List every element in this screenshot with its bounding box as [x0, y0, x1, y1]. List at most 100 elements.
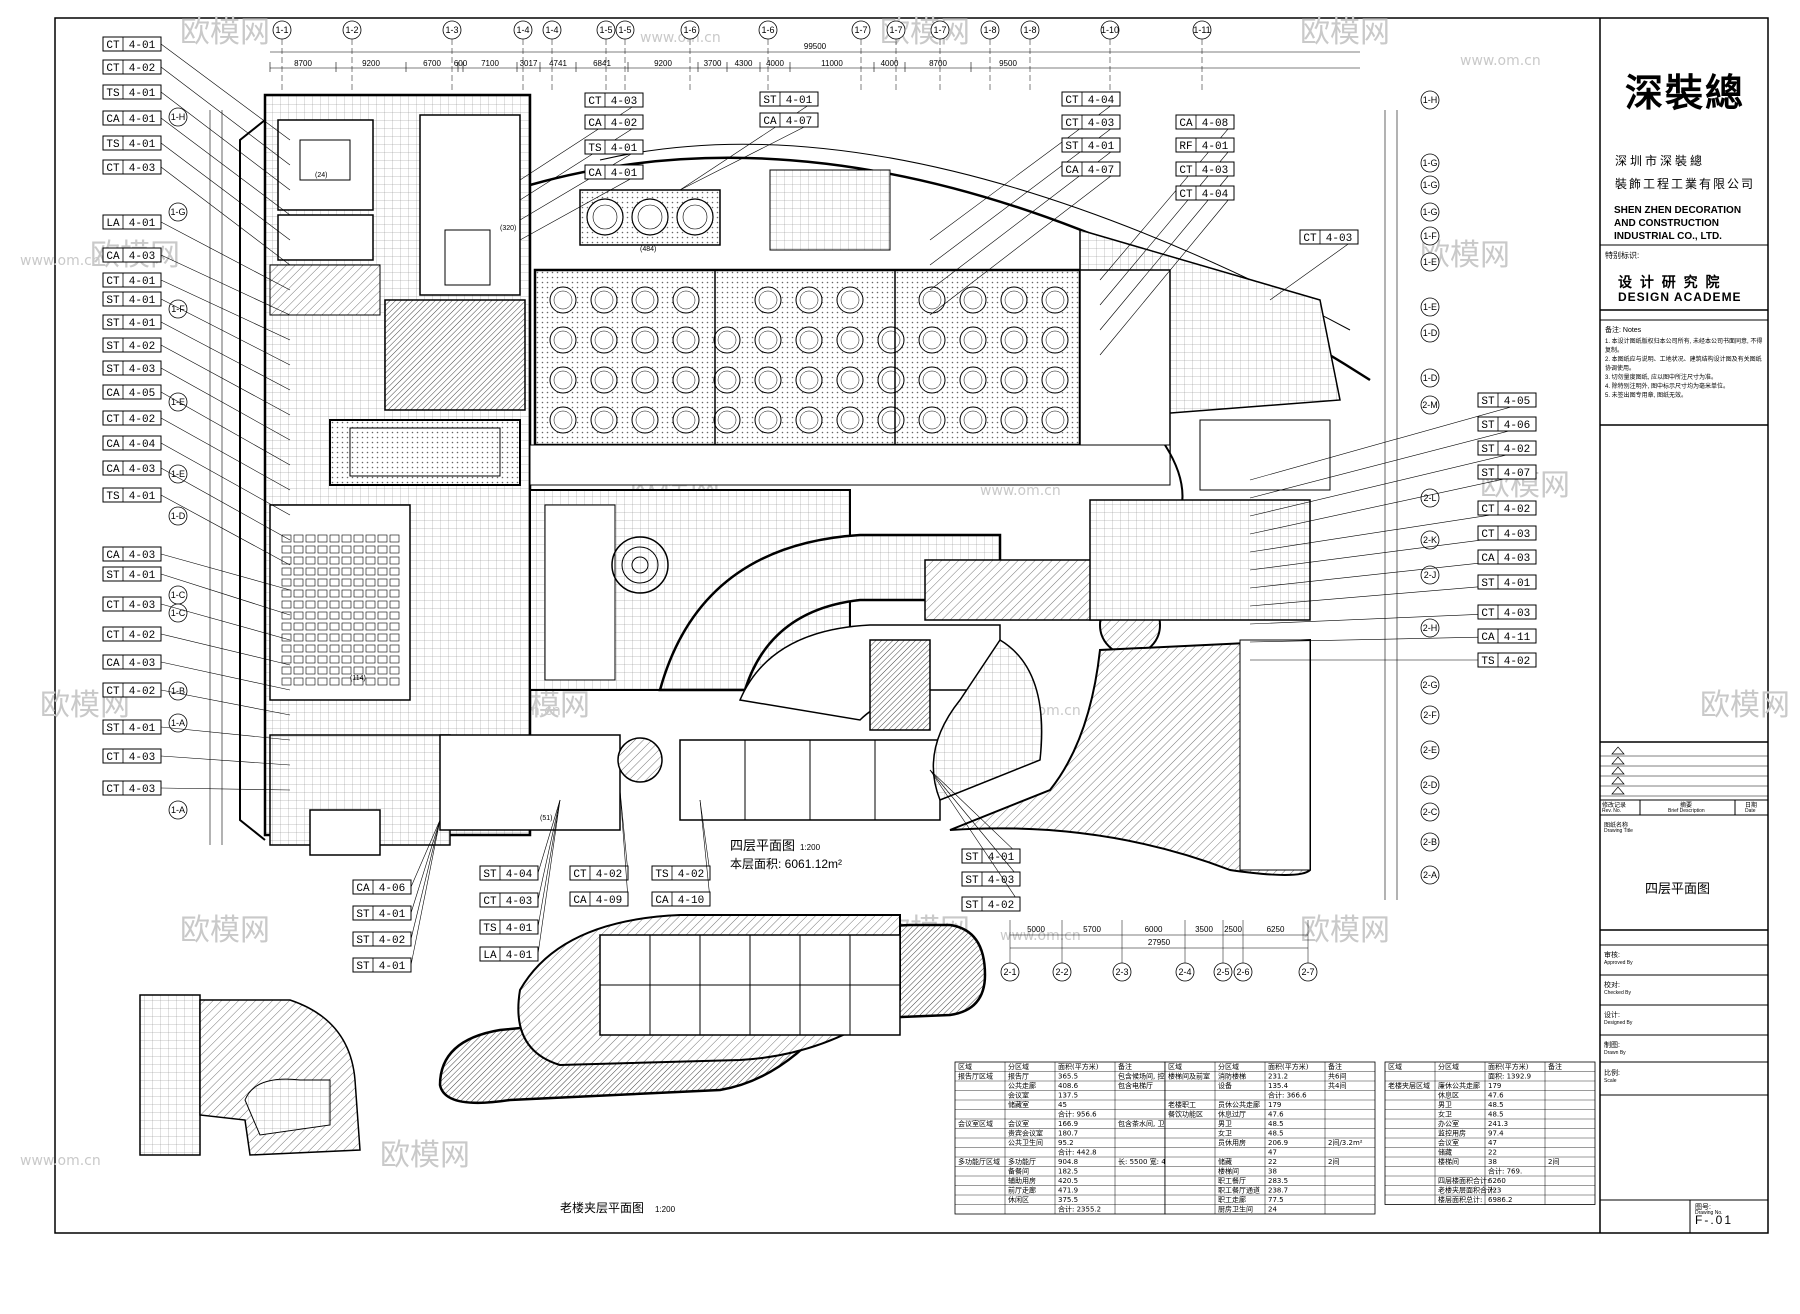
room-tag: (114): [350, 675, 366, 682]
room-tag: (484): [640, 246, 656, 253]
svg-text:4-01: 4-01: [129, 40, 156, 52]
svg-text:4-01: 4-01: [611, 168, 638, 180]
svg-text:CT: CT: [106, 40, 120, 52]
svg-text:ST: ST: [1481, 396, 1495, 408]
mezzanine-plan: 老楼夹层平面图 1:200: [438, 914, 987, 1215]
svg-text:CA: CA: [106, 114, 120, 126]
grid-bubble: 1-8: [1023, 25, 1036, 35]
grid-bubble: 1-3: [445, 25, 458, 35]
grid-bubble: 1-E: [1423, 302, 1437, 312]
grid-bubble: 1-4: [545, 25, 558, 35]
svg-text:CA: CA: [763, 116, 777, 128]
material-tag: CA 4-01: [102, 110, 291, 216]
grid-bubble: 1-F: [1423, 231, 1437, 241]
svg-text:4-09: 4-09: [596, 895, 622, 907]
svg-text:4-02: 4-02: [129, 63, 155, 75]
table-cell: 合计: 442.8: [1058, 1148, 1097, 1157]
svg-text:4-01: 4-01: [506, 950, 533, 962]
table-cell: 职工餐厅: [1218, 1176, 1246, 1185]
svg-text:4-01: 4-01: [379, 909, 406, 921]
watermark-url: www.om.cn: [1460, 53, 1541, 69]
table-cell: 47.6: [1268, 1111, 1284, 1119]
table-cell: 135.4: [1268, 1082, 1289, 1090]
table-cell: 包含候场间, 控制室: [1118, 1072, 1178, 1081]
office-room: [419, 114, 521, 296]
overall-dimension: 99500: [804, 42, 827, 51]
grid-bubble: 1-10: [1101, 25, 1119, 35]
top-dimension: 3700: [704, 59, 722, 68]
svg-text:4-01: 4-01: [786, 95, 813, 107]
note-item: 2. 本图纸应与说明、工地状况、建筑结构设计图及有关图纸协调使用。: [1605, 357, 1762, 372]
watermark: 欧模网: [180, 913, 270, 948]
table-cell: 四层楼面积合计:: [1438, 1176, 1489, 1185]
svg-text:4-03: 4-03: [129, 251, 155, 263]
grid-bubble: 1-7: [854, 25, 867, 35]
table-cell: 137.5: [1058, 1092, 1078, 1100]
table-cell: 47: [1488, 1139, 1497, 1147]
svg-text:CT: CT: [106, 414, 120, 426]
svg-text:ST: ST: [1481, 578, 1495, 590]
table-cell: 廉休公共走廊: [1438, 1081, 1480, 1090]
table-cell: 楼梯间: [1218, 1167, 1239, 1176]
table-cell: 166.9: [1058, 1120, 1078, 1128]
svg-text:RF: RF: [1179, 141, 1192, 153]
table-cell: 备餐间: [1008, 1167, 1029, 1176]
svg-text:CA: CA: [106, 550, 120, 562]
scale-label: 比例:: [1604, 1070, 1620, 1077]
grid-bubble: 2-L: [1423, 493, 1436, 503]
grid-bubble: 1-E: [1423, 257, 1437, 267]
svg-text:4-07: 4-07: [1504, 468, 1530, 480]
bottom-total-dimension: 27950: [1148, 938, 1171, 947]
grid-bubble: 1-B: [171, 686, 185, 696]
room-tag: (51): [540, 815, 552, 822]
company-name-cn-2: 裝飾工程工業有限公司: [1615, 177, 1756, 191]
designed-en: Designed By: [1604, 1020, 1633, 1026]
grid-bubble: 2-F: [1423, 710, 1437, 720]
svg-text:4-03: 4-03: [129, 752, 155, 764]
table-cell: 共4间: [1328, 1081, 1346, 1090]
svg-text:4-02: 4-02: [129, 686, 155, 698]
bottom-dimension: 3500: [1195, 925, 1213, 934]
svg-text:4-04: 4-04: [1088, 95, 1115, 107]
drawing-title-label: 图纸名称: [1604, 823, 1629, 829]
table-cell: 6260: [1488, 1177, 1506, 1185]
grid-bubble: 2-B: [1423, 837, 1437, 847]
svg-text:4-01: 4-01: [1202, 141, 1229, 153]
svg-text:4-03: 4-03: [1202, 165, 1228, 177]
grid-bubble: 1-7: [889, 25, 902, 35]
svg-text:4-01: 4-01: [129, 139, 156, 151]
floor-area: 本层面积: 6061.12m²: [730, 857, 842, 871]
company-name-cn-1: 深圳市深裝總: [1615, 154, 1706, 168]
table-cell: 904.8: [1058, 1158, 1078, 1166]
table-cell: 45: [1058, 1101, 1067, 1109]
table-cell: 179: [1488, 1082, 1501, 1090]
table-cell: 420.5: [1058, 1177, 1078, 1185]
table-header: 分区域: [1438, 1062, 1459, 1071]
svg-text:4-02: 4-02: [129, 414, 155, 426]
watermark-url: www.om.cn: [20, 253, 101, 269]
svg-text:4-03: 4-03: [129, 658, 155, 670]
svg-text:4-04: 4-04: [1202, 189, 1229, 201]
note-item: 4. 除特别注明外, 图中标示尺寸均为毫米单位。: [1605, 384, 1730, 390]
svg-text:CT: CT: [483, 896, 497, 908]
svg-text:TS: TS: [588, 143, 602, 155]
svg-text:4-04: 4-04: [129, 439, 156, 451]
drawing-number: F-.01: [1695, 1213, 1734, 1227]
svg-text:TS: TS: [655, 869, 669, 881]
svg-text:4-07: 4-07: [786, 116, 812, 128]
table-cell: 238.7: [1268, 1187, 1288, 1195]
